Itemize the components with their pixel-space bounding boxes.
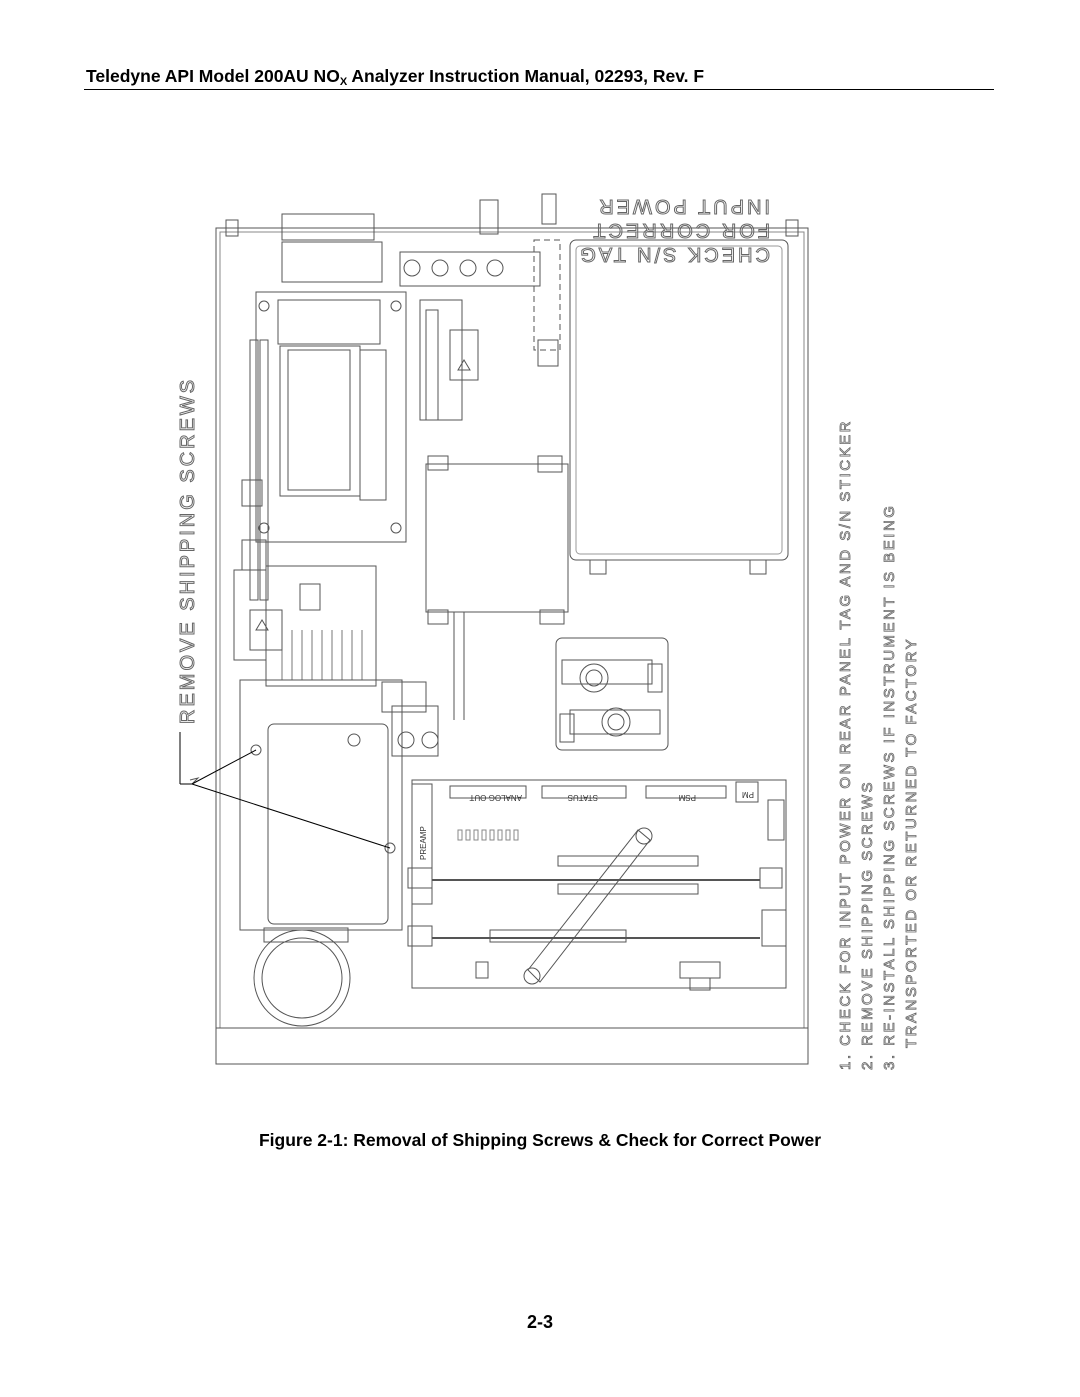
page-number: 2-3 bbox=[526, 1312, 553, 1332]
instruction-3-cont: TRANSPORTED OR RETURNED TO FACTORY bbox=[903, 637, 920, 1048]
page-header: Teledyne API Model 200AU NOX Analyzer In… bbox=[86, 66, 993, 88]
header-title-subscript: X bbox=[339, 76, 348, 88]
label-analog-out: ANALOG OUT bbox=[469, 793, 522, 802]
instruction-1: 1. CHECK FOR INPUT POWER ON REAR PANEL T… bbox=[837, 419, 854, 1070]
label-status: STATUS bbox=[568, 793, 598, 802]
header-title-suffix: Analyzer Instruction Manual, 02293, Rev.… bbox=[347, 66, 705, 86]
label-pm: PM bbox=[742, 790, 754, 799]
pmt-housing bbox=[267, 723, 389, 925]
shipping-screw bbox=[250, 744, 262, 756]
label-preamp: PREAMP bbox=[419, 826, 428, 860]
chassis-drawing: INPUT POWER FOR CORRECT CHECK S/N TAG RE… bbox=[177, 193, 920, 1070]
valve-assembly bbox=[555, 637, 669, 751]
rear-note-line1: INPUT POWER bbox=[596, 195, 770, 217]
shipping-screw bbox=[384, 842, 396, 854]
power-supply bbox=[569, 239, 789, 561]
figure-caption: Figure 2-1: Removal of Shipping Screws &… bbox=[258, 1130, 822, 1150]
reaction-cell bbox=[425, 463, 569, 613]
header-title-prefix: Teledyne API Model 200AU NO bbox=[86, 66, 340, 86]
rear-note-line3: CHECK S/N TAG bbox=[577, 243, 770, 265]
label-psm: PSM bbox=[678, 793, 696, 802]
instruction-3: 3. RE-INSTALL SHIPPING SCREWS IF INSTRUM… bbox=[881, 504, 898, 1070]
ozone-module bbox=[255, 291, 407, 543]
header-rule bbox=[84, 89, 994, 90]
fitting bbox=[541, 193, 557, 225]
rear-note-line2: FOR CORRECT bbox=[590, 219, 770, 241]
figure-drawing: INPUT POWER FOR CORRECT CHECK S/N TAG RE… bbox=[150, 140, 930, 1100]
rear-connector bbox=[281, 213, 375, 241]
instruction-2: 2. REMOVE SHIPPING SCREWS bbox=[859, 780, 876, 1070]
fitting bbox=[479, 199, 499, 235]
shipping-screws-label: REMOVE SHIPPING SCREWS bbox=[177, 377, 199, 724]
fan bbox=[253, 929, 351, 1027]
